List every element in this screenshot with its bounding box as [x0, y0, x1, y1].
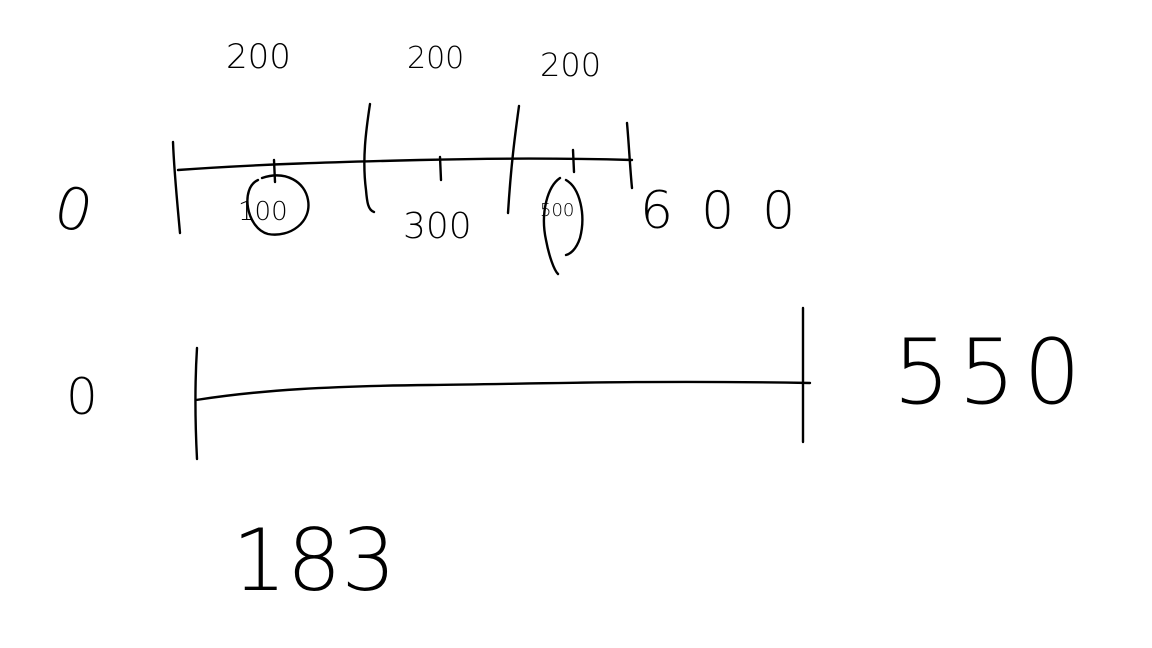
top-line-divider-2	[506, 104, 521, 215]
top-line-lower-label-1: 100	[238, 197, 288, 227]
top-line-upper-label-2: 200	[407, 41, 464, 76]
top-line-upper-label-1: 200	[226, 37, 291, 77]
answer-value: 183	[232, 511, 396, 611]
circle-around-100	[246, 174, 310, 236]
bottom-number-line: 0 550	[66, 306, 1089, 461]
bottom-line-start-label: 0	[66, 368, 98, 426]
top-line-tick-100	[272, 158, 277, 184]
top-line-lower-label-3: 500	[540, 200, 574, 221]
top-line-start-label: 0	[47, 172, 99, 247]
answer-group: 183	[232, 511, 396, 611]
bottom-line-start-bar	[194, 346, 199, 461]
bottom-line-axis	[194, 380, 812, 402]
top-line-lower-label-2: 300	[403, 206, 472, 247]
top-line-end-bar	[625, 121, 634, 190]
top-number-line: 0 200 200 200 100 300 500 600	[47, 37, 823, 276]
top-line-start-bar	[171, 140, 182, 235]
top-line-tick-300	[438, 155, 443, 182]
top-line-divider-1	[363, 102, 376, 214]
top-line-tick-500	[571, 148, 576, 174]
top-line-axis	[176, 157, 634, 172]
top-line-end-label: 600	[640, 181, 823, 241]
bottom-line-end-label: 550	[893, 320, 1089, 425]
circle-around-500	[542, 176, 584, 276]
top-line-upper-label-3: 200	[540, 46, 601, 84]
